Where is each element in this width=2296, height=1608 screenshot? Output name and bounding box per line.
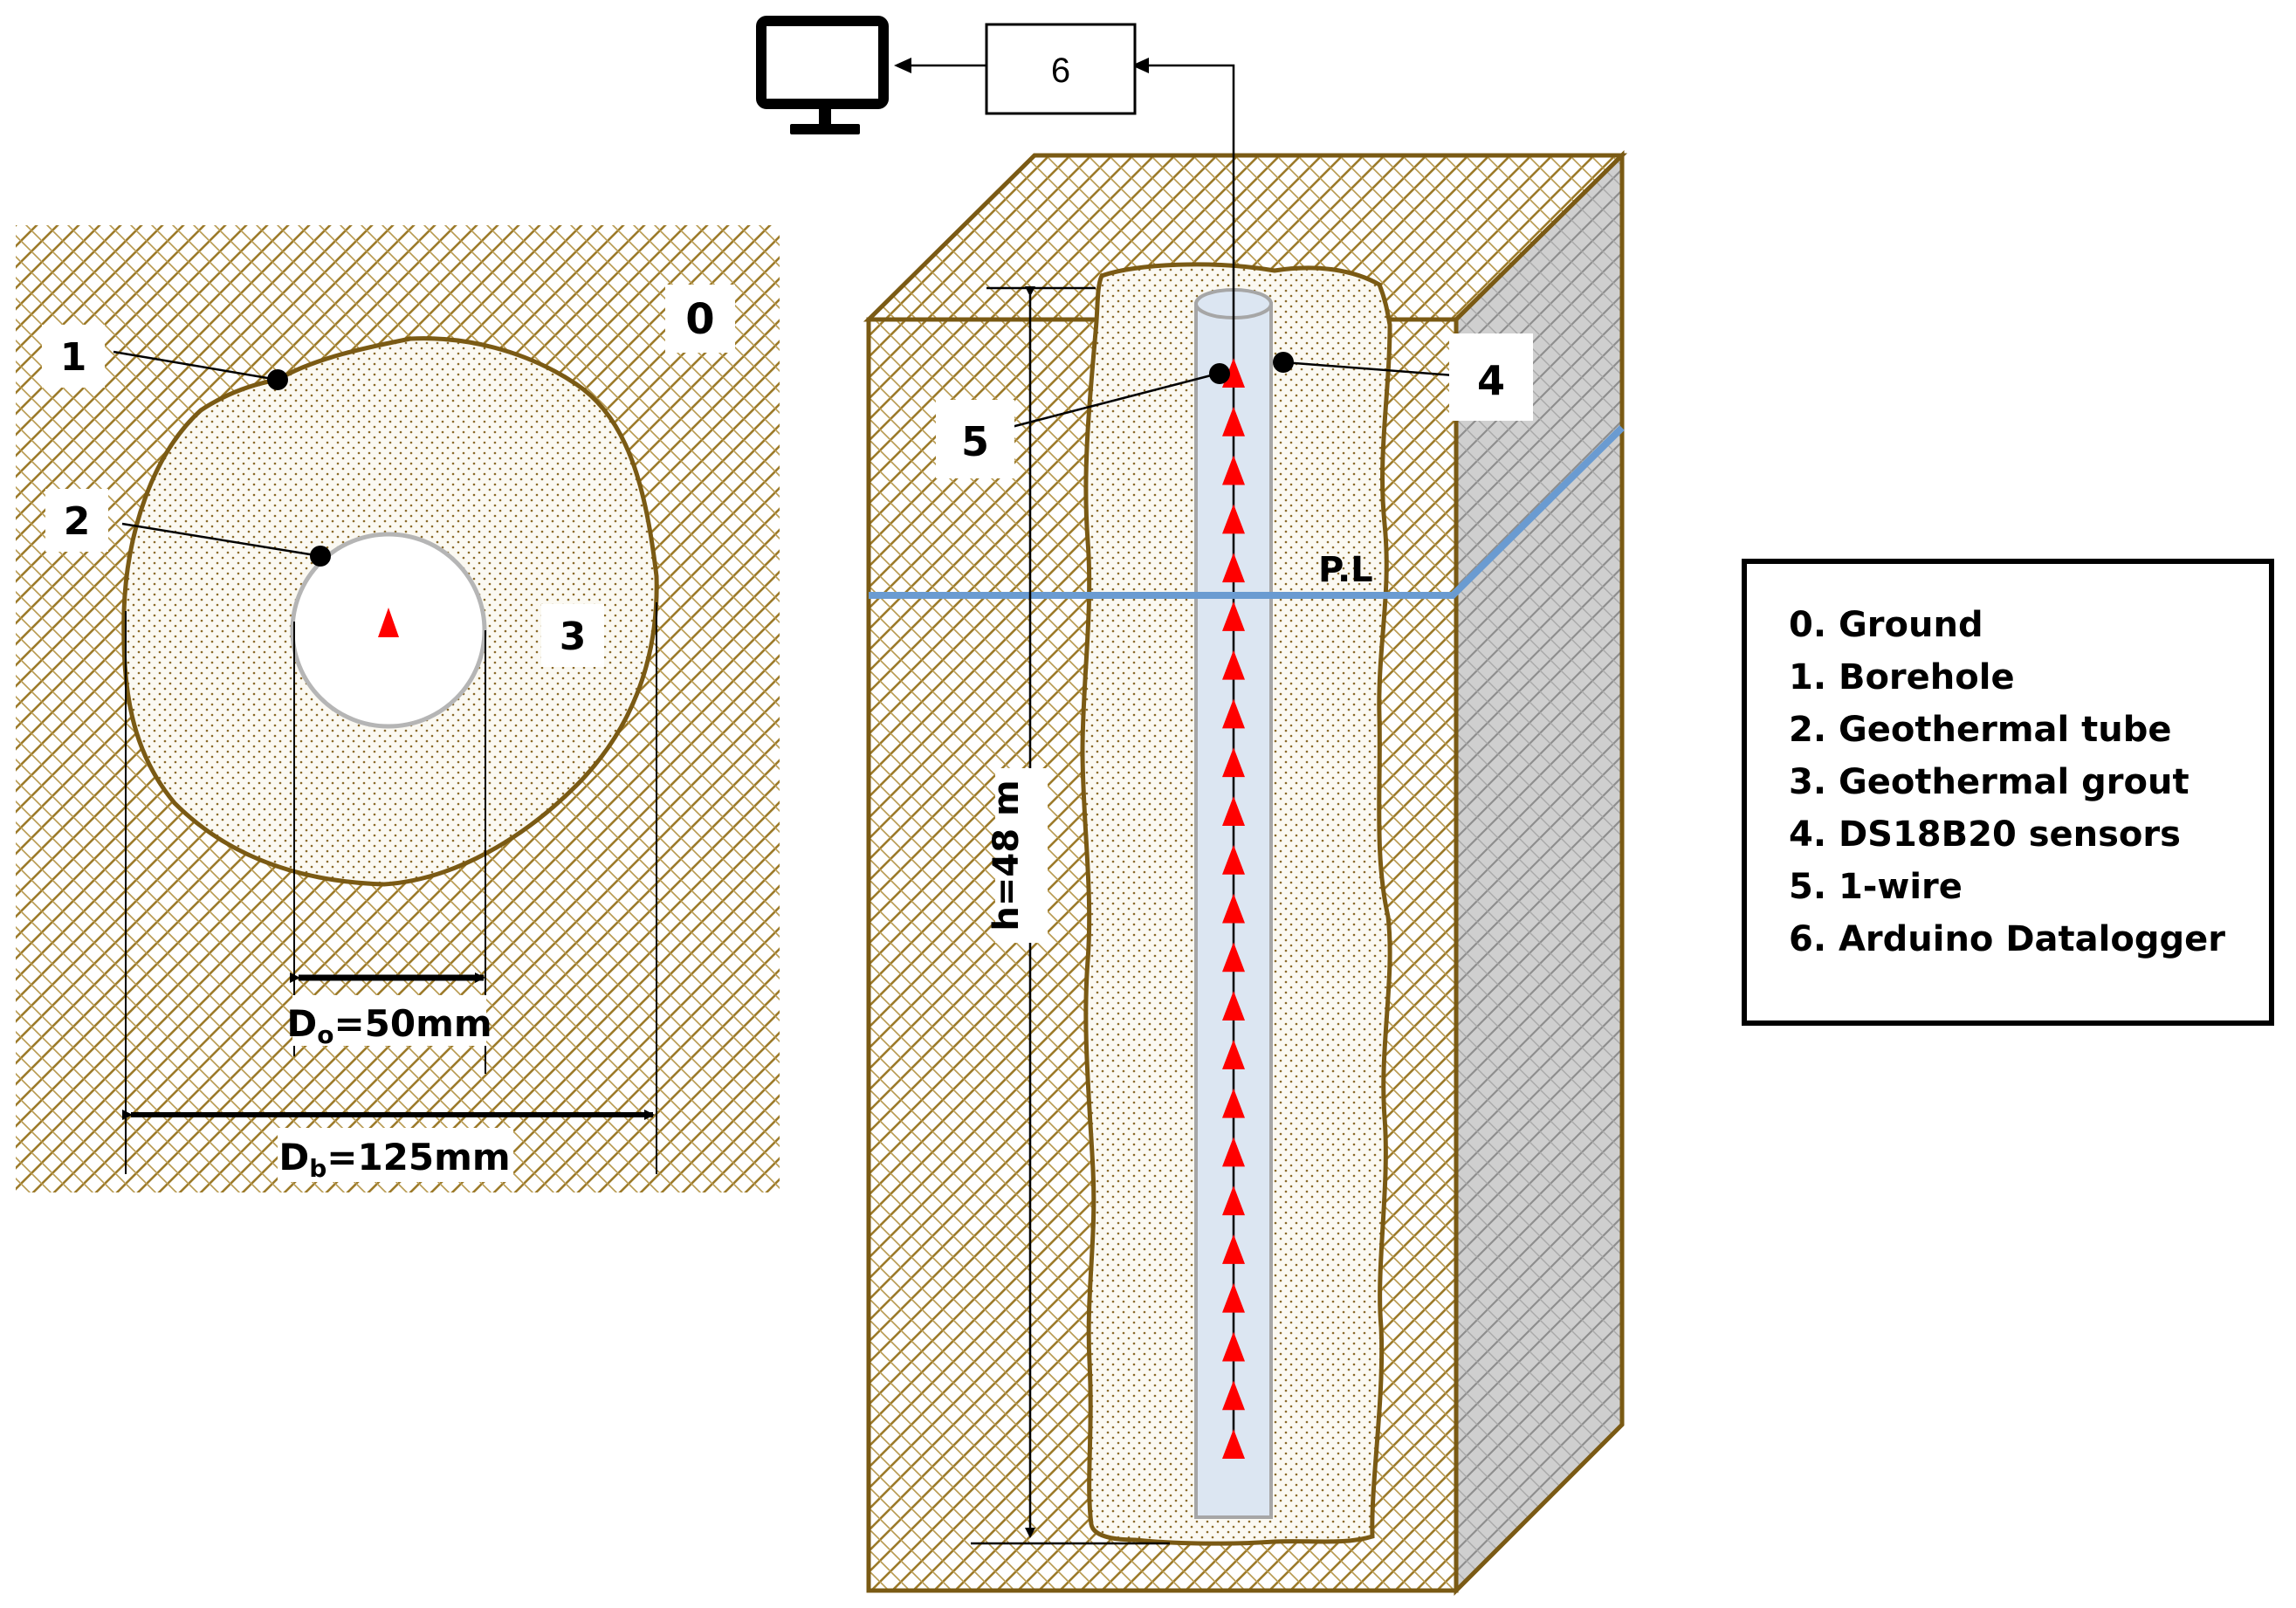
- sensor-icon: [1222, 795, 1245, 826]
- callout-box: [936, 400, 1014, 478]
- callout-1: 1: [60, 335, 87, 380]
- legend-box: 0. Ground 1. Borehole 2. Geothermal tube…: [1742, 559, 2274, 1026]
- sensor-icon: [1222, 1331, 1245, 1362]
- sensor-icon: [1222, 1088, 1245, 1118]
- sensor-icon: [378, 608, 399, 637]
- sensor-icon: [1222, 504, 1245, 534]
- sensor-icon: [1222, 1429, 1245, 1459]
- wire-point: [1209, 363, 1230, 384]
- legend-item-geothermal-grout: 3. Geothermal grout: [1789, 762, 2189, 802]
- sensor-icon: [1222, 1282, 1245, 1313]
- sensor-icon: [1222, 601, 1245, 631]
- sensor-icon: [1222, 1380, 1245, 1411]
- leader-line: [1282, 361, 1454, 377]
- sensor-icon: [1222, 406, 1245, 436]
- tube-diameter-label: Do=50mm: [286, 1002, 492, 1049]
- sensor-icon: [1222, 649, 1245, 680]
- leader-line: [113, 350, 278, 381]
- callout-box: [42, 325, 105, 388]
- legend-item-geothermal-tube: 2. Geothermal tube: [1789, 710, 2172, 750]
- callout-2: 2: [64, 499, 91, 544]
- plan-view: 1 2 3 0 Do=50mm Db=125mm: [16, 225, 780, 1192]
- callout-box: [1449, 333, 1533, 421]
- sensor-point: [1273, 352, 1294, 373]
- dim-label-bg: [278, 1128, 513, 1182]
- legend-item-borehole: 1. Borehole: [1789, 657, 2015, 697]
- callout-box: [541, 604, 604, 667]
- sensor-icon: [1222, 1039, 1245, 1069]
- datalogger-box-label: 6: [1051, 52, 1070, 90]
- callout-box: [665, 285, 735, 353]
- sensor-icon: [1222, 942, 1245, 972]
- sensor-icon: [1222, 893, 1245, 924]
- sensor-group: [1222, 358, 1245, 1459]
- legend-item-ground: 0. Ground: [1789, 605, 1983, 645]
- depth-label-bg: [995, 768, 1048, 943]
- callout-3: 3: [560, 615, 587, 659]
- datalogger-box: [985, 23, 1137, 115]
- wire-arrow-head: [1131, 58, 1149, 73]
- callout-5: 5: [961, 418, 989, 465]
- legend-item-ds18b20-sensors: 4. DS18B20 sensors: [1789, 814, 2181, 855]
- datalogger-chain: 6: [756, 16, 1137, 134]
- sensor-icon: [1222, 1137, 1245, 1167]
- piezometric-label: P.L: [1318, 550, 1373, 590]
- borehole-diameter-label: Db=125mm: [278, 1136, 510, 1183]
- one-wire-cable: [1141, 64, 1235, 1449]
- sensor-icon: [1222, 358, 1245, 388]
- tube-point: [310, 546, 331, 567]
- borehole-point: [267, 369, 288, 390]
- depth-label: h=48 m: [986, 780, 1027, 931]
- legend-item-arduino-datalogger: 6. Arduino Datalogger: [1789, 919, 2225, 959]
- sensor-icon: [1222, 1185, 1245, 1216]
- sensor-icon: [1222, 1233, 1245, 1264]
- sensor-icon: [1222, 747, 1245, 778]
- callout-0: 0: [685, 295, 714, 344]
- leader-line: [1007, 372, 1219, 429]
- monitor-arrow-head: [894, 58, 911, 73]
- computer-monitor-icon: [756, 16, 889, 134]
- dim-label-bg: [292, 995, 486, 1046]
- sensor-icon: [1222, 698, 1245, 729]
- piezometric-line: [869, 425, 1625, 599]
- leader-line: [121, 522, 321, 558]
- sensor-icon: [1222, 455, 1245, 485]
- sensor-icon: [1222, 991, 1245, 1021]
- section-view: P.L h=48 m 4 5: [863, 58, 1628, 1597]
- sensor-icon: [1222, 844, 1245, 875]
- callout-4: 4: [1477, 357, 1505, 404]
- legend-item-one-wire: 5. 1-wire: [1789, 867, 1963, 907]
- callout-box: [45, 489, 108, 552]
- sensor-icon: [1222, 553, 1245, 583]
